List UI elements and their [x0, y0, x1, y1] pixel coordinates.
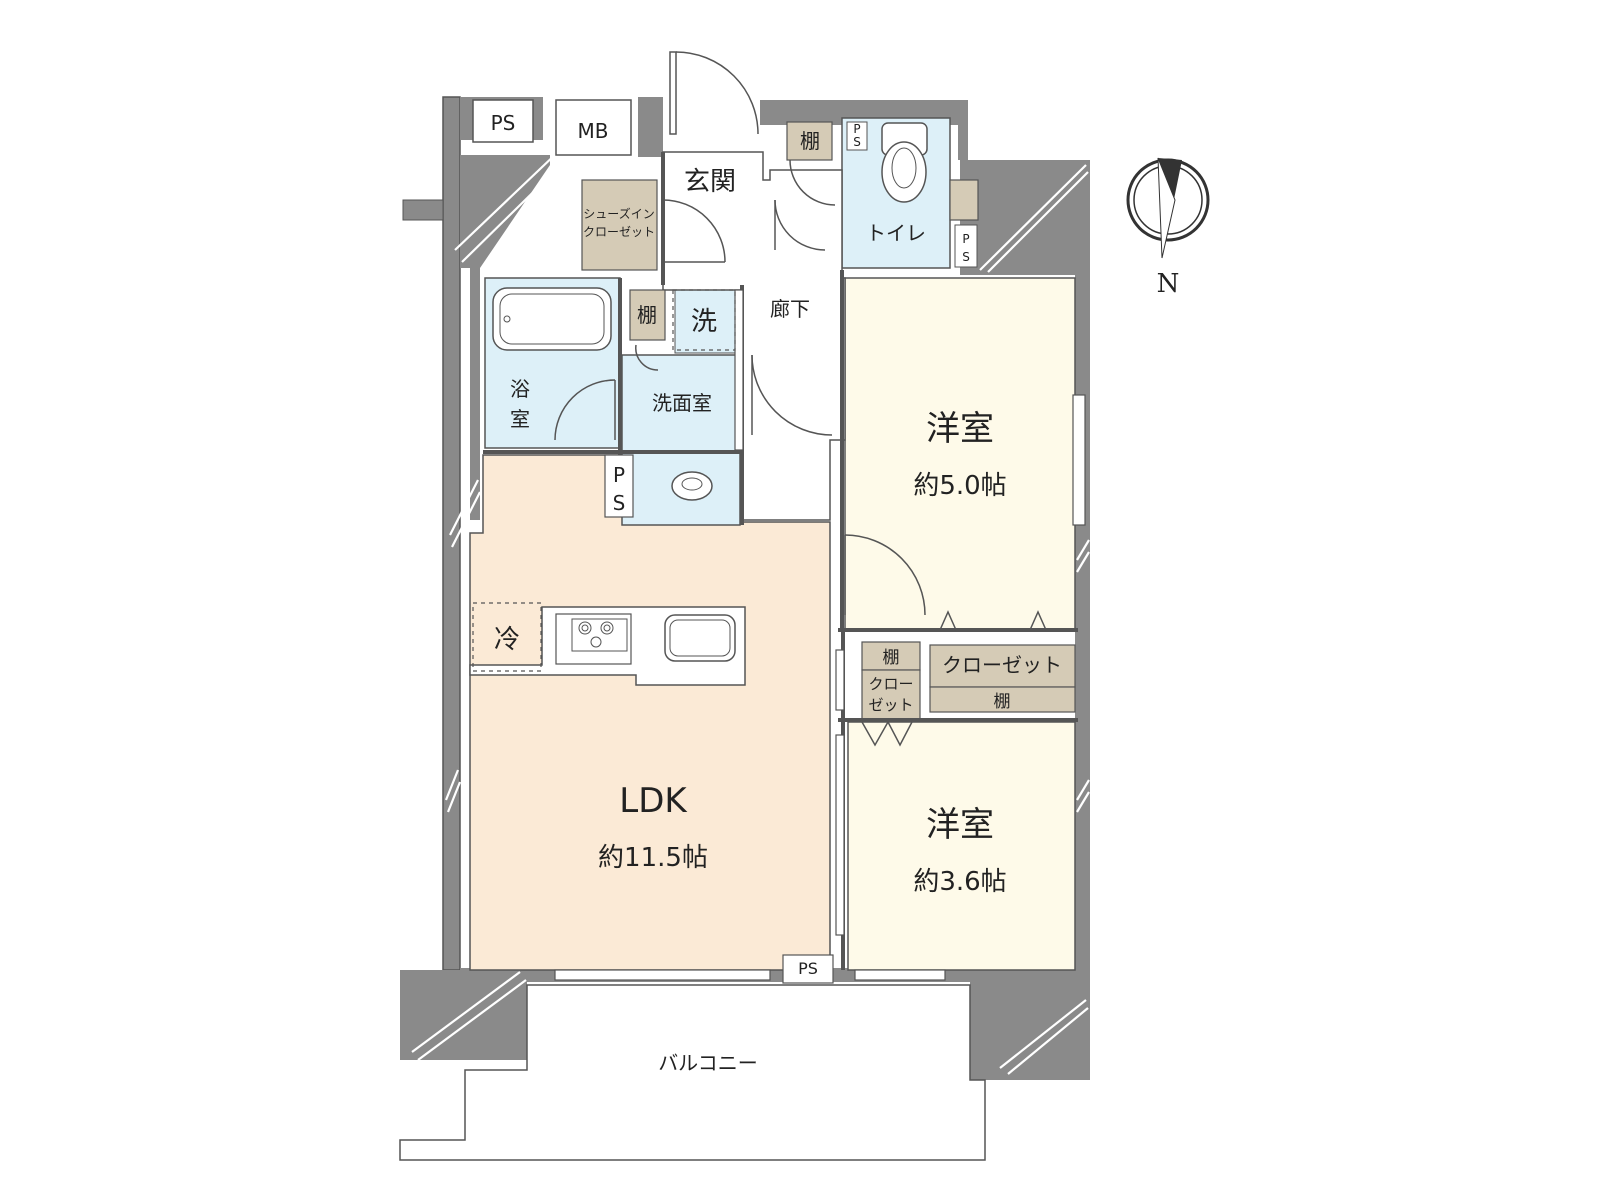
toilet-label: トイレ	[866, 221, 926, 245]
small-closet-shelf-label: 棚	[883, 648, 900, 668]
western-room-2-size: 約3.6帖	[913, 867, 1006, 897]
ps-label-toilet-top: P	[853, 122, 860, 136]
compass-icon	[1126, 157, 1210, 259]
fridge-label: 冷	[494, 625, 520, 655]
bath-label-line2: 室	[510, 407, 530, 431]
ps-label-right-top: P	[962, 232, 969, 246]
appliance-spaces	[472, 289, 736, 672]
ps-label-top: PS	[491, 111, 516, 135]
storage-areas	[581, 121, 1076, 721]
balcony-label: バルコニー	[658, 1051, 758, 1075]
washroom-label: 洗面室	[652, 391, 712, 415]
windows-sliders	[554, 289, 1086, 981]
kitchen-counter	[469, 606, 746, 686]
balcony-floor	[399, 984, 986, 1161]
ps-label-wash-bottom: S	[613, 491, 626, 515]
wall-hatch	[411, 149, 1090, 1075]
wash-shelf	[629, 289, 666, 341]
entrance-shelf	[786, 121, 833, 161]
shoe-closet-line1: シューズイン	[583, 206, 654, 221]
washbasin	[671, 471, 713, 501]
washroom-floor	[621, 354, 741, 526]
small-closet-line1: クロー	[868, 675, 913, 693]
small-closet-shelf	[861, 641, 921, 671]
closet-main	[929, 644, 1076, 688]
ps-label-right-bottom: S	[962, 250, 970, 264]
ldk-size: 約11.5帖	[598, 843, 708, 873]
washer-label: 洗	[691, 307, 717, 337]
shoe-closet	[581, 179, 658, 271]
shelf-label-wash: 棚	[637, 303, 657, 327]
closet-shelf-label: 棚	[994, 692, 1011, 712]
ps-label-wash-top: P	[613, 463, 625, 487]
shoe-closet-line2: クローゼット	[583, 225, 655, 239]
western-room-2-floor	[847, 721, 1076, 971]
ps-label-balcony: PS	[798, 959, 818, 978]
doors	[554, 51, 1047, 747]
western-room-1-size: 約5.0帖	[913, 471, 1006, 501]
mb-label: MB	[578, 119, 609, 143]
ldk-floor	[469, 454, 831, 971]
closet-label: クローゼット	[942, 653, 1062, 677]
closet-shelf-strip	[929, 686, 1076, 713]
bathtub	[492, 287, 612, 351]
small-closet-line2: ゼット	[868, 696, 913, 714]
shelf-label-entrance: 棚	[800, 129, 820, 153]
toilet-bowl	[881, 122, 928, 203]
entrance-label: 玄関	[684, 167, 736, 197]
ps-label-toilet-bottom: S	[853, 135, 861, 149]
western-room-1-floor	[844, 277, 1076, 631]
western-room-2-name: 洋室	[926, 805, 994, 845]
utility-boxes	[472, 99, 978, 984]
bath-label-line1: 浴	[510, 377, 530, 401]
corridor-label: 廊下	[770, 297, 810, 321]
western-room-1-name: 洋室	[926, 409, 994, 449]
compass-north-label: N	[1157, 269, 1180, 299]
toilet-side-box	[949, 179, 979, 221]
ldk-name: LDK	[619, 781, 688, 821]
